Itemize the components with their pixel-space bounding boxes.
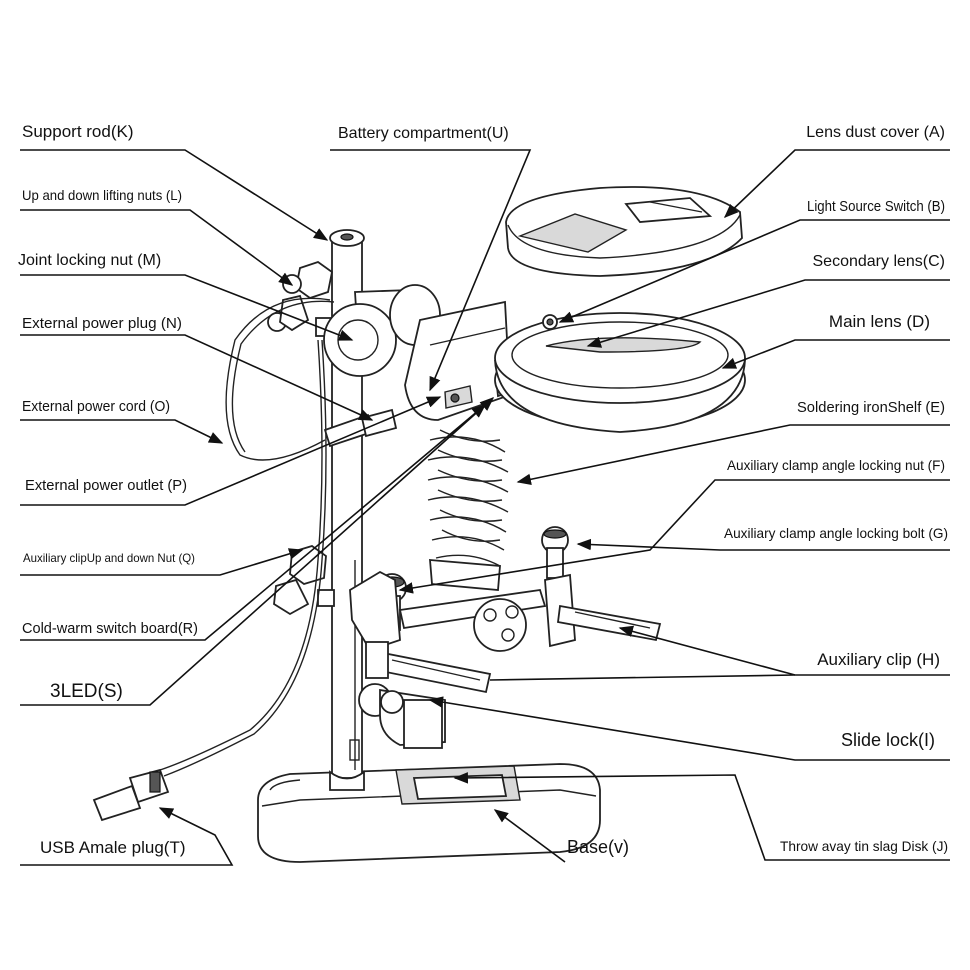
label-cold-warm-switch: Cold-warm switch board(R) [22,620,198,637]
label-tin-slag-disk: Throw avay tin slag Disk (J) [780,838,948,854]
label-lens-dust-cover: Lens dust cover (A) [806,124,945,141]
device-illustration [92,186,746,863]
label-external-power-outlet: External power outlet (P) [25,477,187,494]
auxiliary-clamp-illustration [349,526,662,749]
label-base: Base(v) [567,837,629,857]
lens-dust-cover-illustration [505,186,743,277]
label-support-rod: Support rod(K) [22,122,134,141]
label-light-source-switch: Light Source Switch (B) [807,198,945,215]
label-3led: 3LED(S) [50,681,123,702]
main-lens-illustration [494,312,746,433]
label-joint-locking-nut: Joint locking nut (M) [18,252,161,269]
label-external-power-plug: External power plug (N) [22,315,182,332]
label-secondary-lens: Secondary lens(C) [813,253,946,270]
label-usb-plug: USB Amale plug(T) [40,838,186,857]
leader-lines [20,149,950,866]
label-slide-lock: Slide lock(I) [841,730,935,750]
base-illustration [257,763,601,863]
left-labels: Support rod(K) Up and down lifting nuts … [18,122,198,857]
label-aux-clip: Auxiliary clip (H) [817,650,940,669]
right-labels: Lens dust cover (A) Light Source Switch … [567,124,948,857]
label-aux-clamp-nut: Auxiliary clamp angle locking nut (F) [727,457,945,473]
label-battery-compartment: Battery compartment(U) [338,125,509,142]
label-lifting-nuts: Up and down lifting nuts (L) [22,187,182,203]
label-aux-clamp-bolt: Auxiliary clamp angle locking bolt (G) [724,525,948,541]
label-aux-clip-nut: Auxiliary clipUp and down Nut (Q) [23,551,195,565]
label-external-power-cord: External power cord (O) [22,398,170,415]
label-soldering-shelf: Soldering ironShelf (E) [797,399,945,416]
label-main-lens: Main lens (D) [829,312,930,331]
power-cord-illustration [92,297,398,822]
soldering-shelf-illustration [427,429,509,591]
top-labels: Battery compartment(U) [338,125,509,142]
